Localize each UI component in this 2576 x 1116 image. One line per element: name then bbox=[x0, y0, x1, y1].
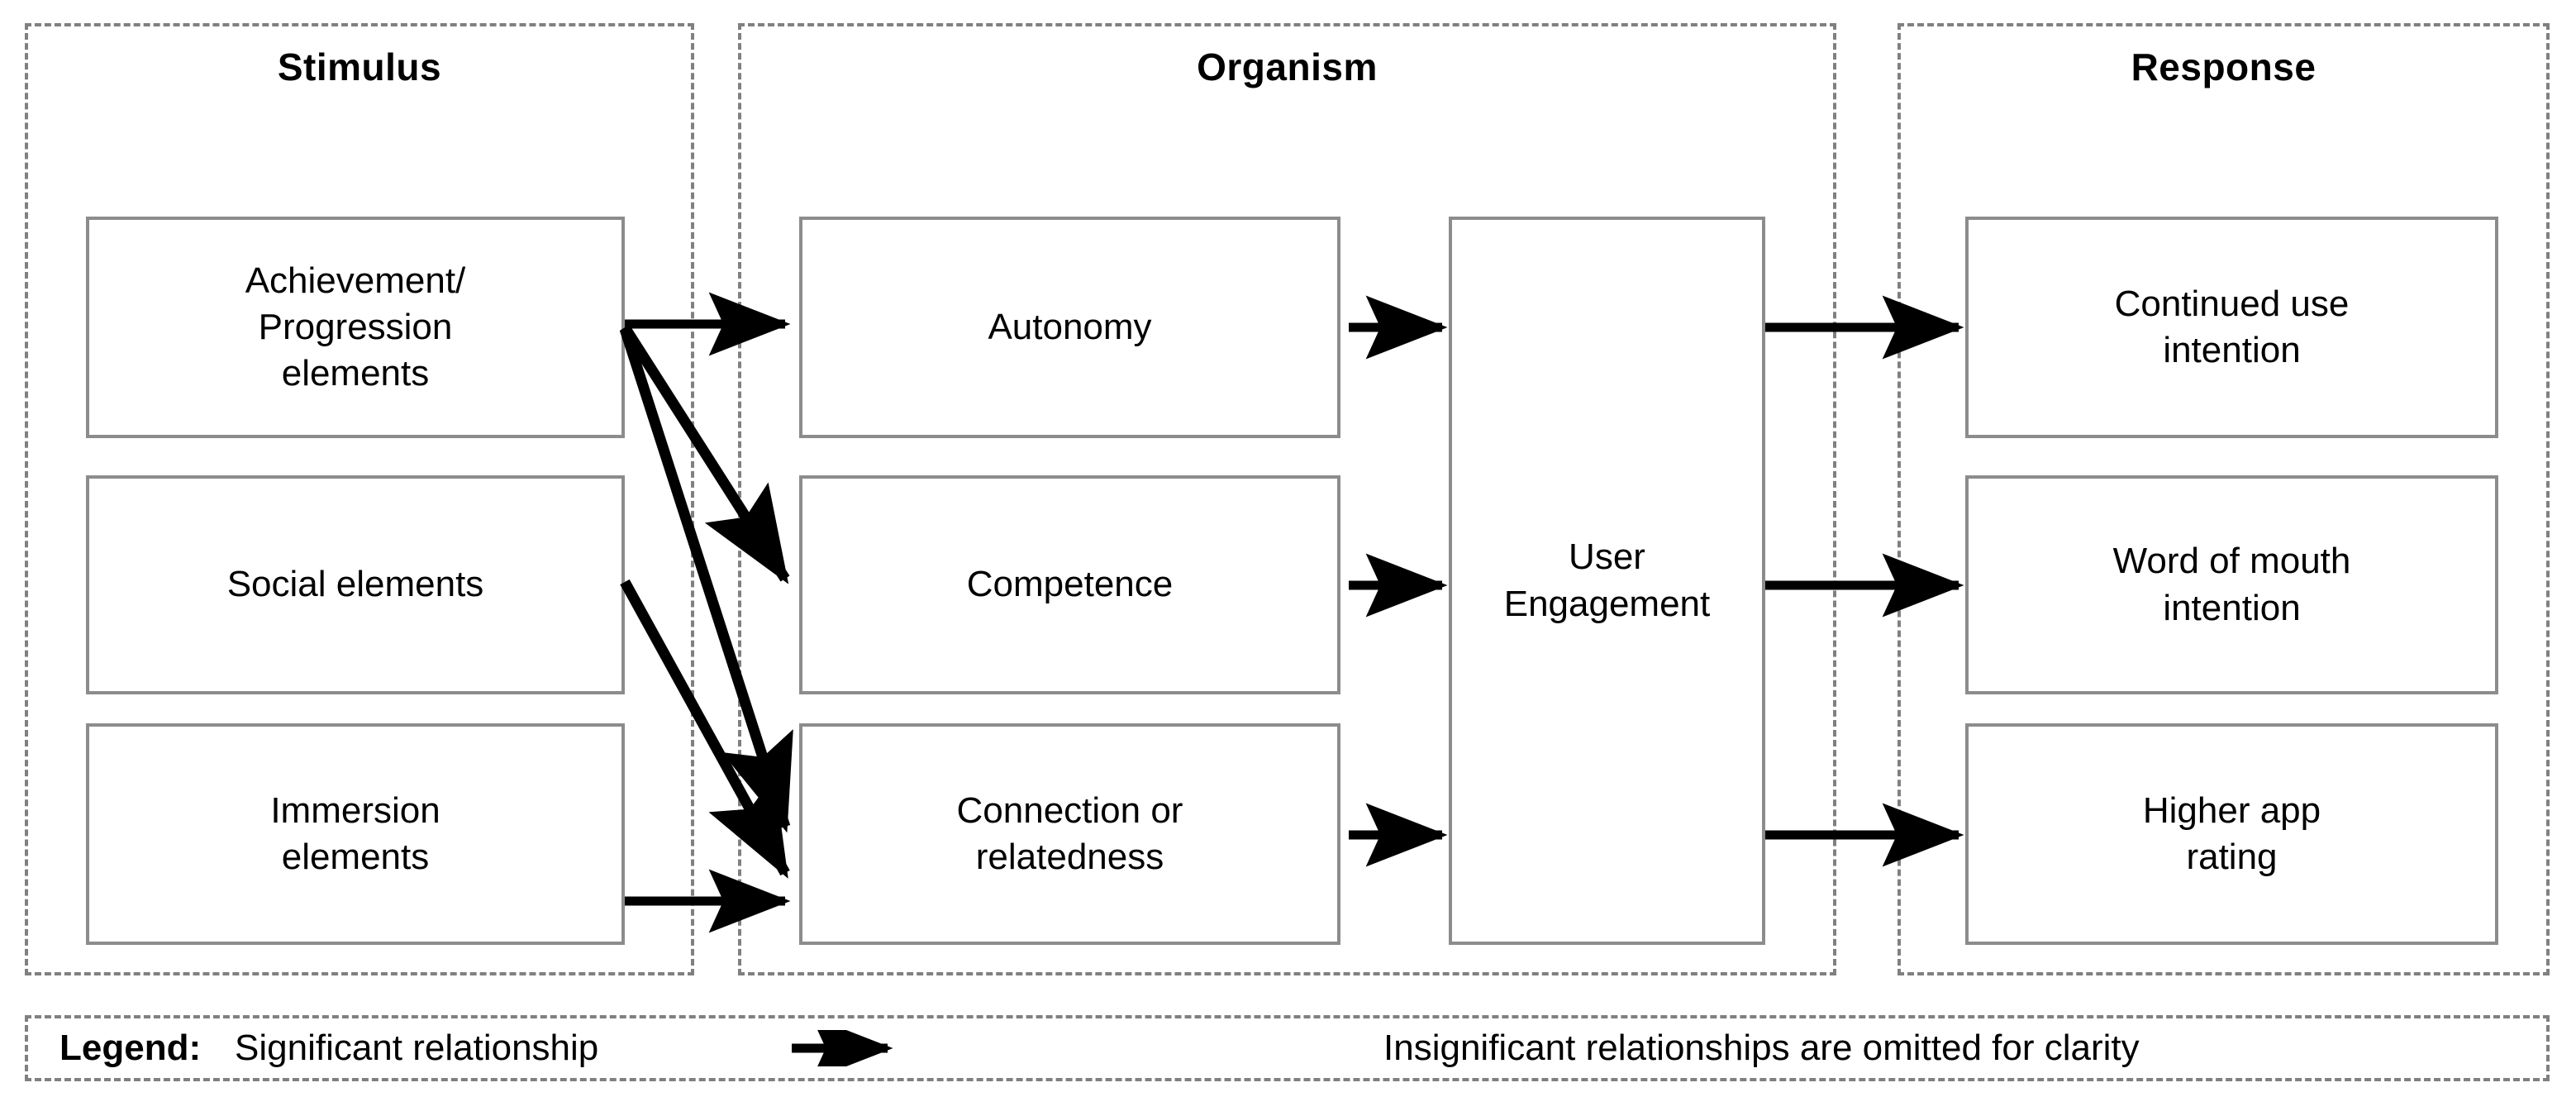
node-continued-use-intention[interactable]: Continued use intention bbox=[1965, 217, 2498, 438]
legend-note-text: Insignificant relationships are omitted … bbox=[1383, 1028, 2140, 1068]
node-immersion-elements[interactable]: Immersion elements bbox=[86, 723, 625, 945]
node-label: Achievement/ Progression elements bbox=[245, 260, 466, 394]
node-word-of-mouth-intention[interactable]: Word of mouth intention bbox=[1965, 475, 2498, 694]
group-title-response: Response bbox=[2131, 45, 2316, 88]
node-achievement-progression-elements[interactable]: Achievement/ Progression elements bbox=[86, 217, 625, 438]
node-label: Autonomy bbox=[988, 306, 1152, 347]
node-competence[interactable]: Competence bbox=[799, 475, 1340, 694]
node-social-elements[interactable]: Social elements bbox=[86, 475, 625, 694]
node-label: Connection or relatedness bbox=[956, 789, 1183, 877]
node-user-engagement[interactable]: User Engagement bbox=[1449, 217, 1765, 945]
node-label: Continued use intention bbox=[2114, 283, 2350, 370]
node-label: Social elements bbox=[226, 564, 484, 605]
group-response: Response bbox=[1897, 23, 2550, 975]
legend: Legend: Significant relationship Insigni… bbox=[25, 1015, 2550, 1081]
node-connection-or-relatedness[interactable]: Connection or relatedness bbox=[799, 723, 1340, 945]
node-autonomy[interactable]: Autonomy bbox=[799, 217, 1340, 438]
legend-label: Legend: bbox=[60, 1028, 202, 1068]
node-label: Competence bbox=[966, 564, 1174, 605]
legend-significant-text: Significant relationship bbox=[235, 1028, 599, 1068]
right-arrow-icon bbox=[792, 1030, 893, 1066]
node-label: Higher app rating bbox=[2142, 789, 2321, 877]
node-label: Immersion elements bbox=[270, 789, 440, 877]
node-label: Word of mouth intention bbox=[2112, 541, 2351, 628]
node-label: User Engagement bbox=[1503, 537, 1711, 624]
group-title-organism: Organism bbox=[1197, 45, 1378, 88]
group-title-stimulus: Stimulus bbox=[277, 45, 442, 88]
node-higher-app-rating[interactable]: Higher app rating bbox=[1965, 723, 2498, 945]
